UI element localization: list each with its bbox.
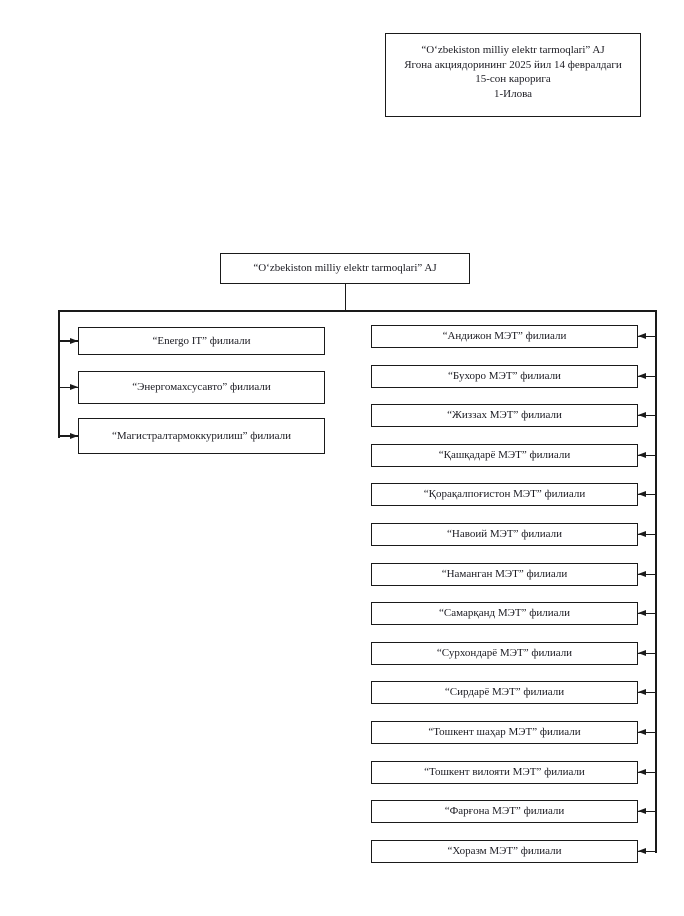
decision-reference-box: “O‘zbekiston milliy elektr tarmoqlari” A… bbox=[385, 33, 641, 117]
arrowhead bbox=[638, 729, 646, 735]
arrowhead bbox=[638, 689, 646, 695]
org-branch-box: “Жиззах МЭТ” филиали bbox=[371, 404, 638, 427]
connector-right-vertical bbox=[655, 310, 657, 853]
org-branch-box: “Бухоро МЭТ” филиали bbox=[371, 365, 638, 388]
decision-reference-line: 15-сон карорига bbox=[475, 73, 551, 85]
org-root-box: “O‘zbekiston milliy elektr tarmoqlari” A… bbox=[220, 253, 470, 284]
connector-stub bbox=[638, 850, 656, 853]
arrowhead bbox=[638, 650, 646, 656]
connector-stub bbox=[638, 652, 656, 655]
org-branch-box: “Тошкент шаҳар МЭТ” филиали bbox=[371, 721, 638, 744]
decision-reference-line: 1-Илова bbox=[493, 87, 533, 100]
connector-stub bbox=[638, 573, 656, 576]
org-branch-box: “Қашқадарё МЭТ” филиали bbox=[371, 444, 638, 467]
connector-stub bbox=[638, 493, 656, 496]
connector-stub bbox=[638, 414, 656, 417]
arrowhead bbox=[70, 384, 78, 390]
connector-stub bbox=[638, 810, 656, 813]
connector-stub bbox=[638, 612, 656, 615]
arrowhead bbox=[638, 769, 646, 775]
org-branch-box: “Андижон МЭТ” филиали bbox=[371, 325, 638, 348]
arrowhead bbox=[638, 531, 646, 537]
connector-stub bbox=[638, 375, 656, 378]
arrowhead bbox=[638, 610, 646, 616]
connector-root-drop bbox=[344, 284, 346, 310]
arrowhead bbox=[638, 571, 646, 577]
org-branch-box: “Самарқанд МЭТ” филиали bbox=[371, 602, 638, 625]
org-branch-box: “Хоразм МЭТ” филиали bbox=[371, 840, 638, 863]
org-branch-box: “Energo IT” филиали bbox=[78, 327, 325, 355]
decision-reference-line: “O‘zbekiston milliy elektr tarmoqlari” A… bbox=[421, 44, 605, 56]
org-branch-box: “Энергомахсусавто” филиали bbox=[78, 371, 325, 404]
decision-reference-line: Ягона акциядорининг 2025 йил 14 февралда… bbox=[404, 58, 622, 71]
org-branch-box: “Наманган МЭТ” филиали bbox=[371, 563, 638, 586]
arrowhead bbox=[638, 808, 646, 814]
connector-stub bbox=[638, 533, 656, 536]
connector-stub bbox=[638, 731, 656, 734]
arrowhead bbox=[638, 491, 646, 497]
arrowhead bbox=[638, 848, 646, 854]
connector-stub bbox=[58, 340, 78, 342]
org-branch-box: “Фарғона МЭТ” филиали bbox=[371, 800, 638, 823]
connector-stub bbox=[638, 771, 656, 774]
connector-stub bbox=[638, 691, 656, 694]
org-branch-box: “Навоий МЭТ” филиали bbox=[371, 523, 638, 546]
connector-stub bbox=[638, 454, 656, 457]
arrowhead bbox=[638, 452, 646, 458]
org-branch-box: “Сирдарё МЭТ” филиали bbox=[371, 681, 638, 704]
org-branch-box: “Магистралтармоккурилиш” филиали bbox=[78, 418, 325, 454]
connector-main-horizontal bbox=[58, 310, 656, 312]
connector-stub bbox=[58, 386, 78, 389]
arrowhead bbox=[70, 337, 78, 344]
org-branch-box: “Тошкент вилояти МЭТ” филиали bbox=[371, 761, 638, 784]
connector-left-vertical bbox=[58, 310, 60, 438]
connector-stub bbox=[58, 435, 78, 437]
org-branch-box: “Сурхондарё МЭТ” филиали bbox=[371, 642, 638, 665]
connector-stub bbox=[638, 335, 656, 338]
arrowhead bbox=[638, 373, 646, 379]
arrowhead bbox=[638, 412, 646, 418]
arrowhead bbox=[70, 432, 78, 439]
org-branch-box: “Қорақалпоғистон МЭТ” филиали bbox=[371, 483, 638, 506]
arrowhead bbox=[638, 333, 646, 339]
